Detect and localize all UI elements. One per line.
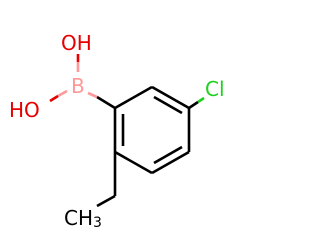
chlorine-label: Cl bbox=[205, 77, 225, 101]
boronic-acid-group: B OH HO bbox=[9, 31, 116, 122]
methyl-label: CH3 bbox=[64, 206, 102, 231]
boron-label: B bbox=[71, 74, 85, 98]
bond-c3-cl bbox=[188, 100, 199, 110]
bond-b-o-left-red bbox=[49, 94, 59, 103]
oh-top-label: OH bbox=[61, 31, 92, 55]
ring-bond-c1-c2 bbox=[114, 85, 153, 110]
ring-bond-c4-c5 bbox=[151, 150, 190, 175]
bond-b-o-left-pink bbox=[57, 89, 68, 98]
oh-left-label: HO bbox=[9, 98, 40, 122]
bond-c3-cl-green bbox=[197, 96, 205, 104]
molecule-structure: Cl B OH HO CH3 bbox=[9, 31, 225, 231]
methyl-text: CH bbox=[64, 206, 93, 230]
bond-c1-b-pink bbox=[87, 91, 98, 99]
benzene-ring bbox=[113, 85, 191, 175]
ring-bond-c5-c6 bbox=[114, 150, 153, 175]
ethyl-group: CH3 bbox=[64, 152, 117, 231]
methyl-subscript: 3 bbox=[93, 215, 102, 231]
chlorine-substituent: Cl bbox=[188, 77, 225, 110]
bond-ch2-ch3 bbox=[96, 194, 116, 208]
ring-bond-c2-c3 bbox=[151, 85, 190, 110]
ring-bond-c4-c5-inner bbox=[153, 145, 183, 165]
bond-c1-b bbox=[96, 95, 116, 110]
ring-bond-c2-c3-inner bbox=[153, 95, 183, 115]
